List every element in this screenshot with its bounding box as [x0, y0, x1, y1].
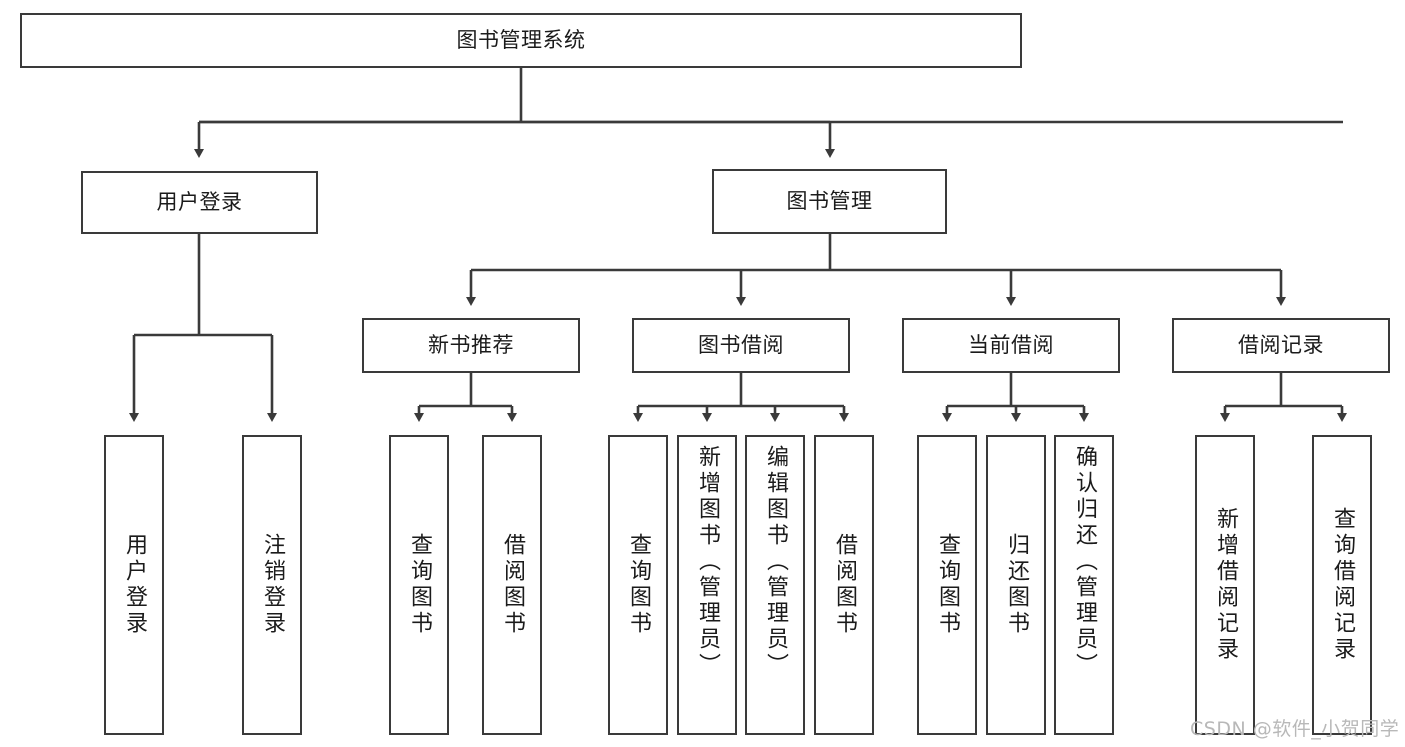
node-current-borrow-label: 当前借阅	[968, 333, 1054, 358]
leaf-label: 用户登录	[122, 533, 147, 637]
node-new-book-recommend-label: 新书推荐	[428, 333, 514, 358]
leaf-user-login-logout[interactable]: 注销登录	[242, 435, 302, 735]
leaf-book-borrow-add-book-admin[interactable]: 新增图书（管理员）	[677, 435, 737, 735]
leaf-borrow-record-query-record[interactable]: 查询借阅记录	[1312, 435, 1372, 735]
node-book-management[interactable]: 图书管理	[712, 169, 947, 234]
node-borrow-record[interactable]: 借阅记录	[1172, 318, 1390, 373]
node-current-borrow[interactable]: 当前借阅	[902, 318, 1120, 373]
leaf-book-borrow-edit-book-admin[interactable]: 编辑图书（管理员）	[745, 435, 805, 735]
leaf-label: 查询借阅记录	[1330, 507, 1355, 663]
node-new-book-recommend[interactable]: 新书推荐	[362, 318, 580, 373]
leaf-label: 借阅图书	[832, 533, 857, 637]
leaf-label: 借阅图书	[500, 533, 525, 637]
leaf-borrow-record-add-record[interactable]: 新增借阅记录	[1195, 435, 1255, 735]
leaf-current-borrow-return-book[interactable]: 归还图书	[986, 435, 1046, 735]
leaf-book-borrow-query-book[interactable]: 查询图书	[608, 435, 668, 735]
leaf-book-borrow-borrow-book[interactable]: 借阅图书	[814, 435, 874, 735]
leaf-label: 注销登录	[260, 533, 285, 637]
leaf-label: 新增图书（管理员）	[695, 445, 720, 679]
node-book-borrow[interactable]: 图书借阅	[632, 318, 850, 373]
leaf-label: 查询图书	[626, 533, 651, 637]
node-root[interactable]: 图书管理系统	[20, 13, 1022, 68]
node-root-label: 图书管理系统	[456, 28, 586, 53]
node-book-borrow-label: 图书借阅	[698, 333, 784, 358]
node-borrow-record-label: 借阅记录	[1238, 333, 1324, 358]
leaf-label: 查询图书	[935, 533, 960, 637]
leaf-label: 编辑图书（管理员）	[763, 445, 788, 679]
leaf-new-book-query-book[interactable]: 查询图书	[389, 435, 449, 735]
leaf-label: 查询图书	[407, 533, 432, 637]
leaf-label: 确认归还（管理员）	[1072, 445, 1097, 679]
node-user-login-label: 用户登录	[156, 190, 243, 215]
leaf-label: 新增借阅记录	[1213, 507, 1238, 663]
leaf-new-book-borrow-book[interactable]: 借阅图书	[482, 435, 542, 735]
node-user-login[interactable]: 用户登录	[81, 171, 318, 234]
leaf-label: 归还图书	[1004, 533, 1029, 637]
node-book-management-label: 图书管理	[786, 189, 873, 214]
leaf-user-login-login[interactable]: 用户登录	[104, 435, 164, 735]
leaf-current-borrow-query-book[interactable]: 查询图书	[917, 435, 977, 735]
leaf-current-borrow-confirm-return-admin[interactable]: 确认归还（管理员）	[1054, 435, 1114, 735]
